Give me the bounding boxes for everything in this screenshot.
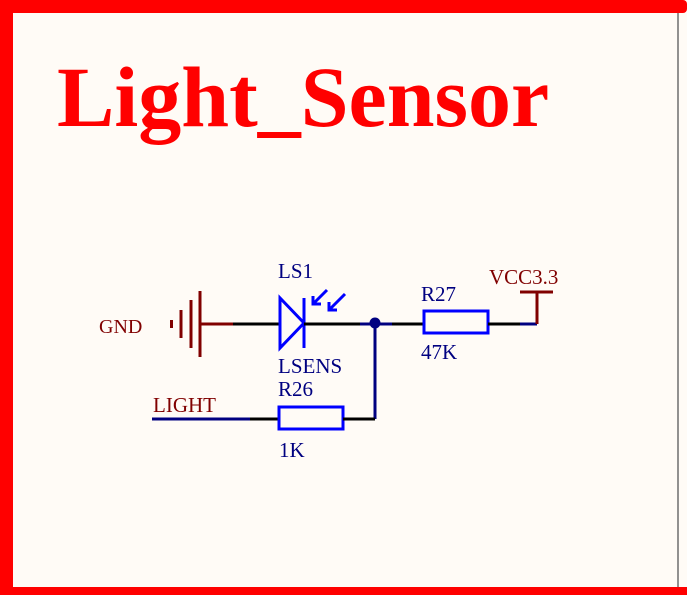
vcc-power-port[interactable] — [520, 290, 553, 324]
sheet-title: Light_Sensor — [57, 49, 549, 145]
sheet-border-top — [0, 0, 687, 13]
gnd-bar-1 — [170, 320, 173, 328]
light-arrows-icon — [311, 288, 347, 312]
sheet-border-bottom — [0, 587, 687, 595]
ls1-photodiode[interactable] — [278, 288, 347, 352]
light-net-label[interactable]: LIGHT — [153, 393, 216, 417]
r26-value: 1K — [279, 438, 305, 462]
sheet-border-left — [0, 0, 13, 595]
ls1-value: LSENS — [278, 354, 342, 378]
gnd-power-port[interactable] — [170, 291, 233, 357]
diode-triangle-icon — [278, 294, 307, 352]
gnd-label: GND — [99, 316, 142, 338]
r27-value: 47K — [421, 340, 457, 364]
ls1-designator: LS1 — [278, 259, 313, 283]
r26-designator: R26 — [278, 377, 313, 401]
vcc-label: VCC3.3 — [489, 265, 558, 289]
r27-designator: R27 — [421, 282, 456, 306]
r27-resistor[interactable] — [422, 309, 490, 335]
